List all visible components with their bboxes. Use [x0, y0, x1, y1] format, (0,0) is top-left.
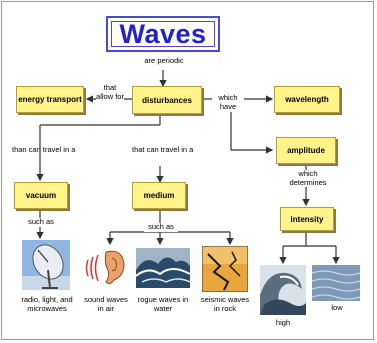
link-which-have: which have — [212, 93, 244, 111]
caption-high: high — [275, 318, 291, 327]
satellite-dish-icon — [22, 240, 70, 290]
ocean-wave-icon — [136, 248, 190, 288]
title-box: Waves — [106, 16, 220, 52]
node-energy-transport: energy transport — [16, 86, 84, 113]
caption-radio-light-microwaves: radio, light, and microwaves — [21, 295, 73, 313]
node-wavelength: wavelength — [274, 86, 340, 113]
high-wave-icon — [260, 265, 306, 315]
node-intensity: intensity — [280, 207, 334, 231]
low-wave-icon — [312, 265, 360, 301]
caption-seismic-waves: seismic waves in rock — [200, 295, 250, 313]
node-medium: medium — [132, 182, 186, 209]
link-that-can-travel: that can travel in a — [132, 145, 198, 155]
node-disturbances: disturbances — [132, 86, 202, 114]
link-than-can-travel: than can travel in a — [12, 145, 76, 154]
caption-sound-waves: sound waves in air — [84, 295, 128, 313]
map-frame — [1, 1, 374, 340]
node-vacuum: vacuum — [14, 182, 68, 209]
link-which-determines: which determines — [284, 169, 332, 187]
ear-sound-icon — [84, 246, 130, 290]
title-inner-frame: Waves — [111, 18, 215, 49]
caption-rogue-waves: rogue waves in water — [137, 295, 189, 313]
link-such-as-vacuum: such as — [24, 217, 58, 227]
caption-low: low — [331, 303, 343, 312]
link-such-as-medium: such as — [144, 222, 178, 232]
link-that-allow-for: that allow for — [96, 83, 124, 101]
link-are-periodic: are periodic — [136, 56, 192, 66]
seismic-icon — [202, 246, 248, 292]
node-amplitude: amplitude — [276, 137, 336, 164]
page-title: Waves — [119, 18, 207, 49]
